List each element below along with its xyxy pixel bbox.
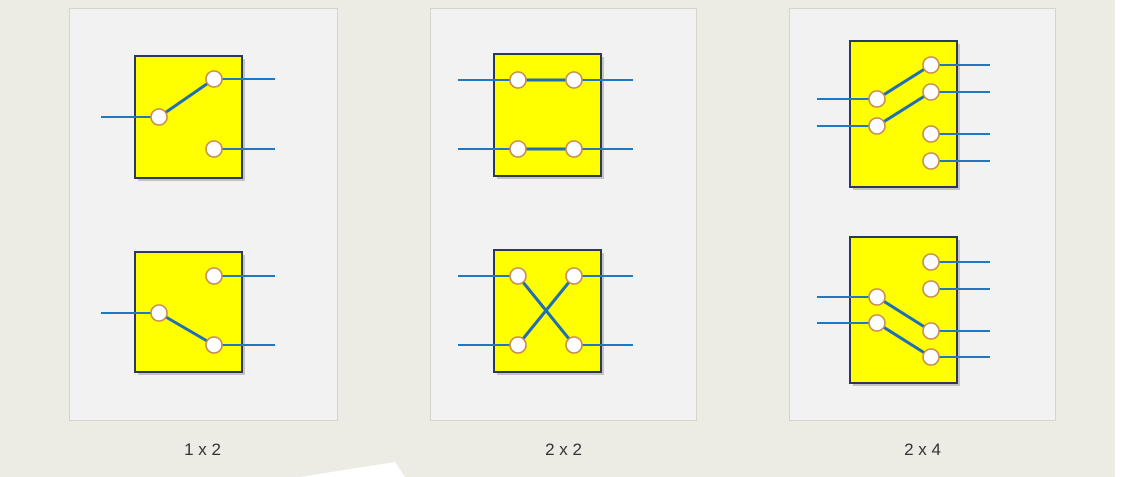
caption-1x2: 1 x 2 [184, 440, 221, 459]
switch-1x2-state-a [101, 55, 275, 181]
right-edge [1115, 0, 1125, 477]
switch-1x2-state-b [101, 251, 275, 375]
switch-2x2-state-a [458, 53, 633, 179]
switch-2x2-state-b [458, 249, 633, 375]
switch-2x4-state-b [817, 236, 990, 386]
caption-2x2: 2 x 2 [545, 440, 582, 459]
pointer-shape [300, 462, 405, 477]
switch-2x4-state-a [817, 40, 990, 190]
caption-2x4: 2 x 4 [904, 440, 941, 459]
